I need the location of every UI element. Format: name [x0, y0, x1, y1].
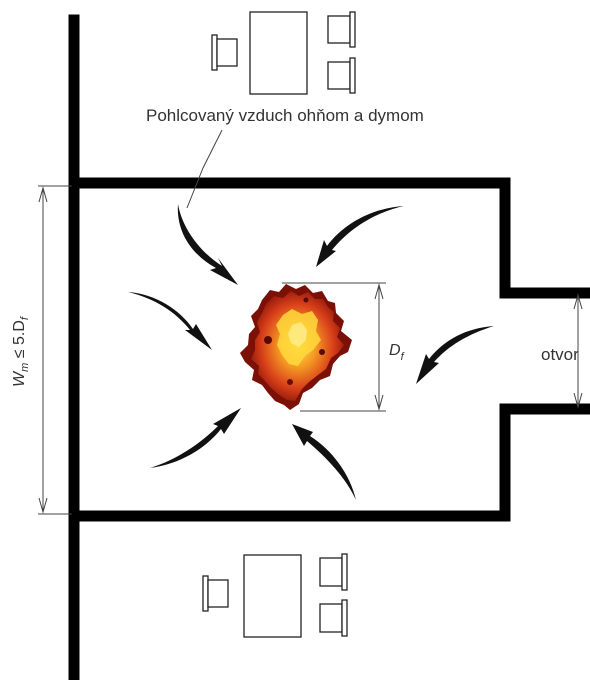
chair-top-right-2 — [327, 57, 356, 94]
room-wall — [68, 177, 590, 522]
airflow-arrow-5 — [150, 408, 241, 468]
furniture-top — [211, 11, 356, 95]
table-top — [249, 11, 308, 95]
chair-bottom-right-2 — [319, 599, 348, 637]
chair-top-left — [211, 34, 238, 71]
width-formula-label: Wm ≤ 5.Df — [11, 316, 31, 387]
caption-label: Pohlcovaný vzduch ohňom a dymom — [146, 106, 424, 125]
fire-blob — [240, 284, 352, 410]
chair-top-right-1 — [327, 11, 356, 48]
airflow-arrow-6 — [292, 424, 356, 500]
caption-leader — [186, 129, 223, 209]
airflow-arrow-4 — [416, 326, 494, 384]
airflow-arrow-2 — [316, 206, 404, 267]
fire-diameter-label: Df — [389, 342, 405, 363]
table-bottom — [243, 554, 302, 638]
airflow-arrow-1 — [177, 204, 238, 285]
width-dimension — [38, 185, 72, 515]
furniture-bottom — [202, 553, 348, 638]
chair-bottom-right-1 — [319, 553, 348, 591]
opening-label: otvor — [541, 345, 579, 364]
fire-diameter-dimension — [282, 282, 386, 412]
chair-bottom-left — [202, 575, 229, 612]
opening-dimension — [573, 293, 583, 409]
airflow-arrow-3 — [128, 292, 212, 350]
airflow-arrows — [128, 204, 494, 500]
